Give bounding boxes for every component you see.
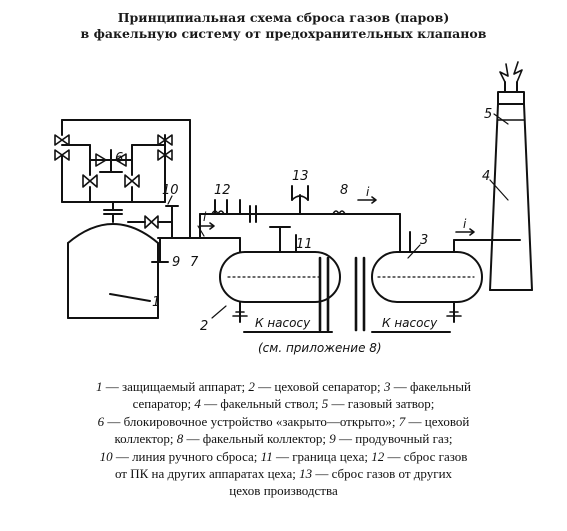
legend-line-7: цехов производства bbox=[229, 483, 338, 499]
flow-label-1: i bbox=[203, 210, 207, 224]
title-line-1: Принципиальная схема сброса газов (паров… bbox=[117, 10, 450, 25]
appendix-note: (см. приложение 8) bbox=[258, 341, 382, 355]
label-2: 2 bbox=[200, 319, 208, 334]
label-5: 5 bbox=[484, 107, 492, 122]
legend-line-5: 10 — линия ручного сброса; 11 — граница … bbox=[99, 448, 468, 464]
pump-label-right: К насосу bbox=[382, 316, 438, 330]
flow-label-3: i bbox=[463, 217, 467, 231]
legend: 1 — защищаемый аппарат; 2 — цеховой сепа… bbox=[8, 378, 559, 500]
label-6: 6 bbox=[115, 151, 123, 166]
shop-boundary bbox=[318, 256, 366, 332]
manual-discharge-line bbox=[127, 205, 179, 239]
label-4: 4 bbox=[482, 169, 490, 184]
collector-line bbox=[291, 185, 401, 253]
label-8: 8 bbox=[340, 183, 348, 198]
legend-line-6: от ПК на других аппаратах цеха; 13 — сбр… bbox=[114, 466, 453, 482]
label-1: 1 bbox=[152, 295, 160, 310]
legend-line-1: 1 — защищаемый аппарат; 2 — цеховой сепа… bbox=[96, 379, 471, 394]
diagram-title: Принципиальная схема сброса газов (паров… bbox=[0, 10, 567, 42]
purge-gas-line bbox=[151, 237, 169, 263]
blocking-device-piping bbox=[61, 119, 191, 239]
label-7: 7 bbox=[190, 255, 199, 270]
legend-line-3: 6 — блокировочное устройство «закрыто—от… bbox=[97, 413, 470, 429]
legend-line-2: сепаратор; 4 — факельный ствол; 5 — газо… bbox=[132, 396, 435, 412]
flow-arrows bbox=[199, 196, 475, 236]
label-10: 10 bbox=[162, 183, 179, 198]
legend-line-4: коллектор; 8 — факельный коллектор; 9 — … bbox=[114, 431, 453, 447]
blocking-valves bbox=[54, 134, 173, 188]
pump-label-left: К насосу bbox=[255, 316, 311, 330]
flow-label-2: i bbox=[366, 185, 370, 199]
label-13: 13 bbox=[292, 169, 309, 184]
label-9: 9 bbox=[172, 255, 180, 270]
shop-separator bbox=[219, 226, 341, 333]
label-3: 3 bbox=[420, 233, 428, 248]
title-line-2: в факельную систему от предохранительных… bbox=[80, 26, 487, 41]
protected-apparatus bbox=[67, 201, 159, 319]
diagram-labels: 1 2 3 4 5 6 7 8 9 10 11 12 13 i i i К на… bbox=[115, 107, 492, 355]
label-12: 12 bbox=[214, 183, 231, 198]
label-11: 11 bbox=[296, 237, 313, 252]
flare-stack bbox=[489, 61, 533, 291]
flare-separator bbox=[371, 231, 521, 333]
leader-lines bbox=[167, 113, 509, 319]
